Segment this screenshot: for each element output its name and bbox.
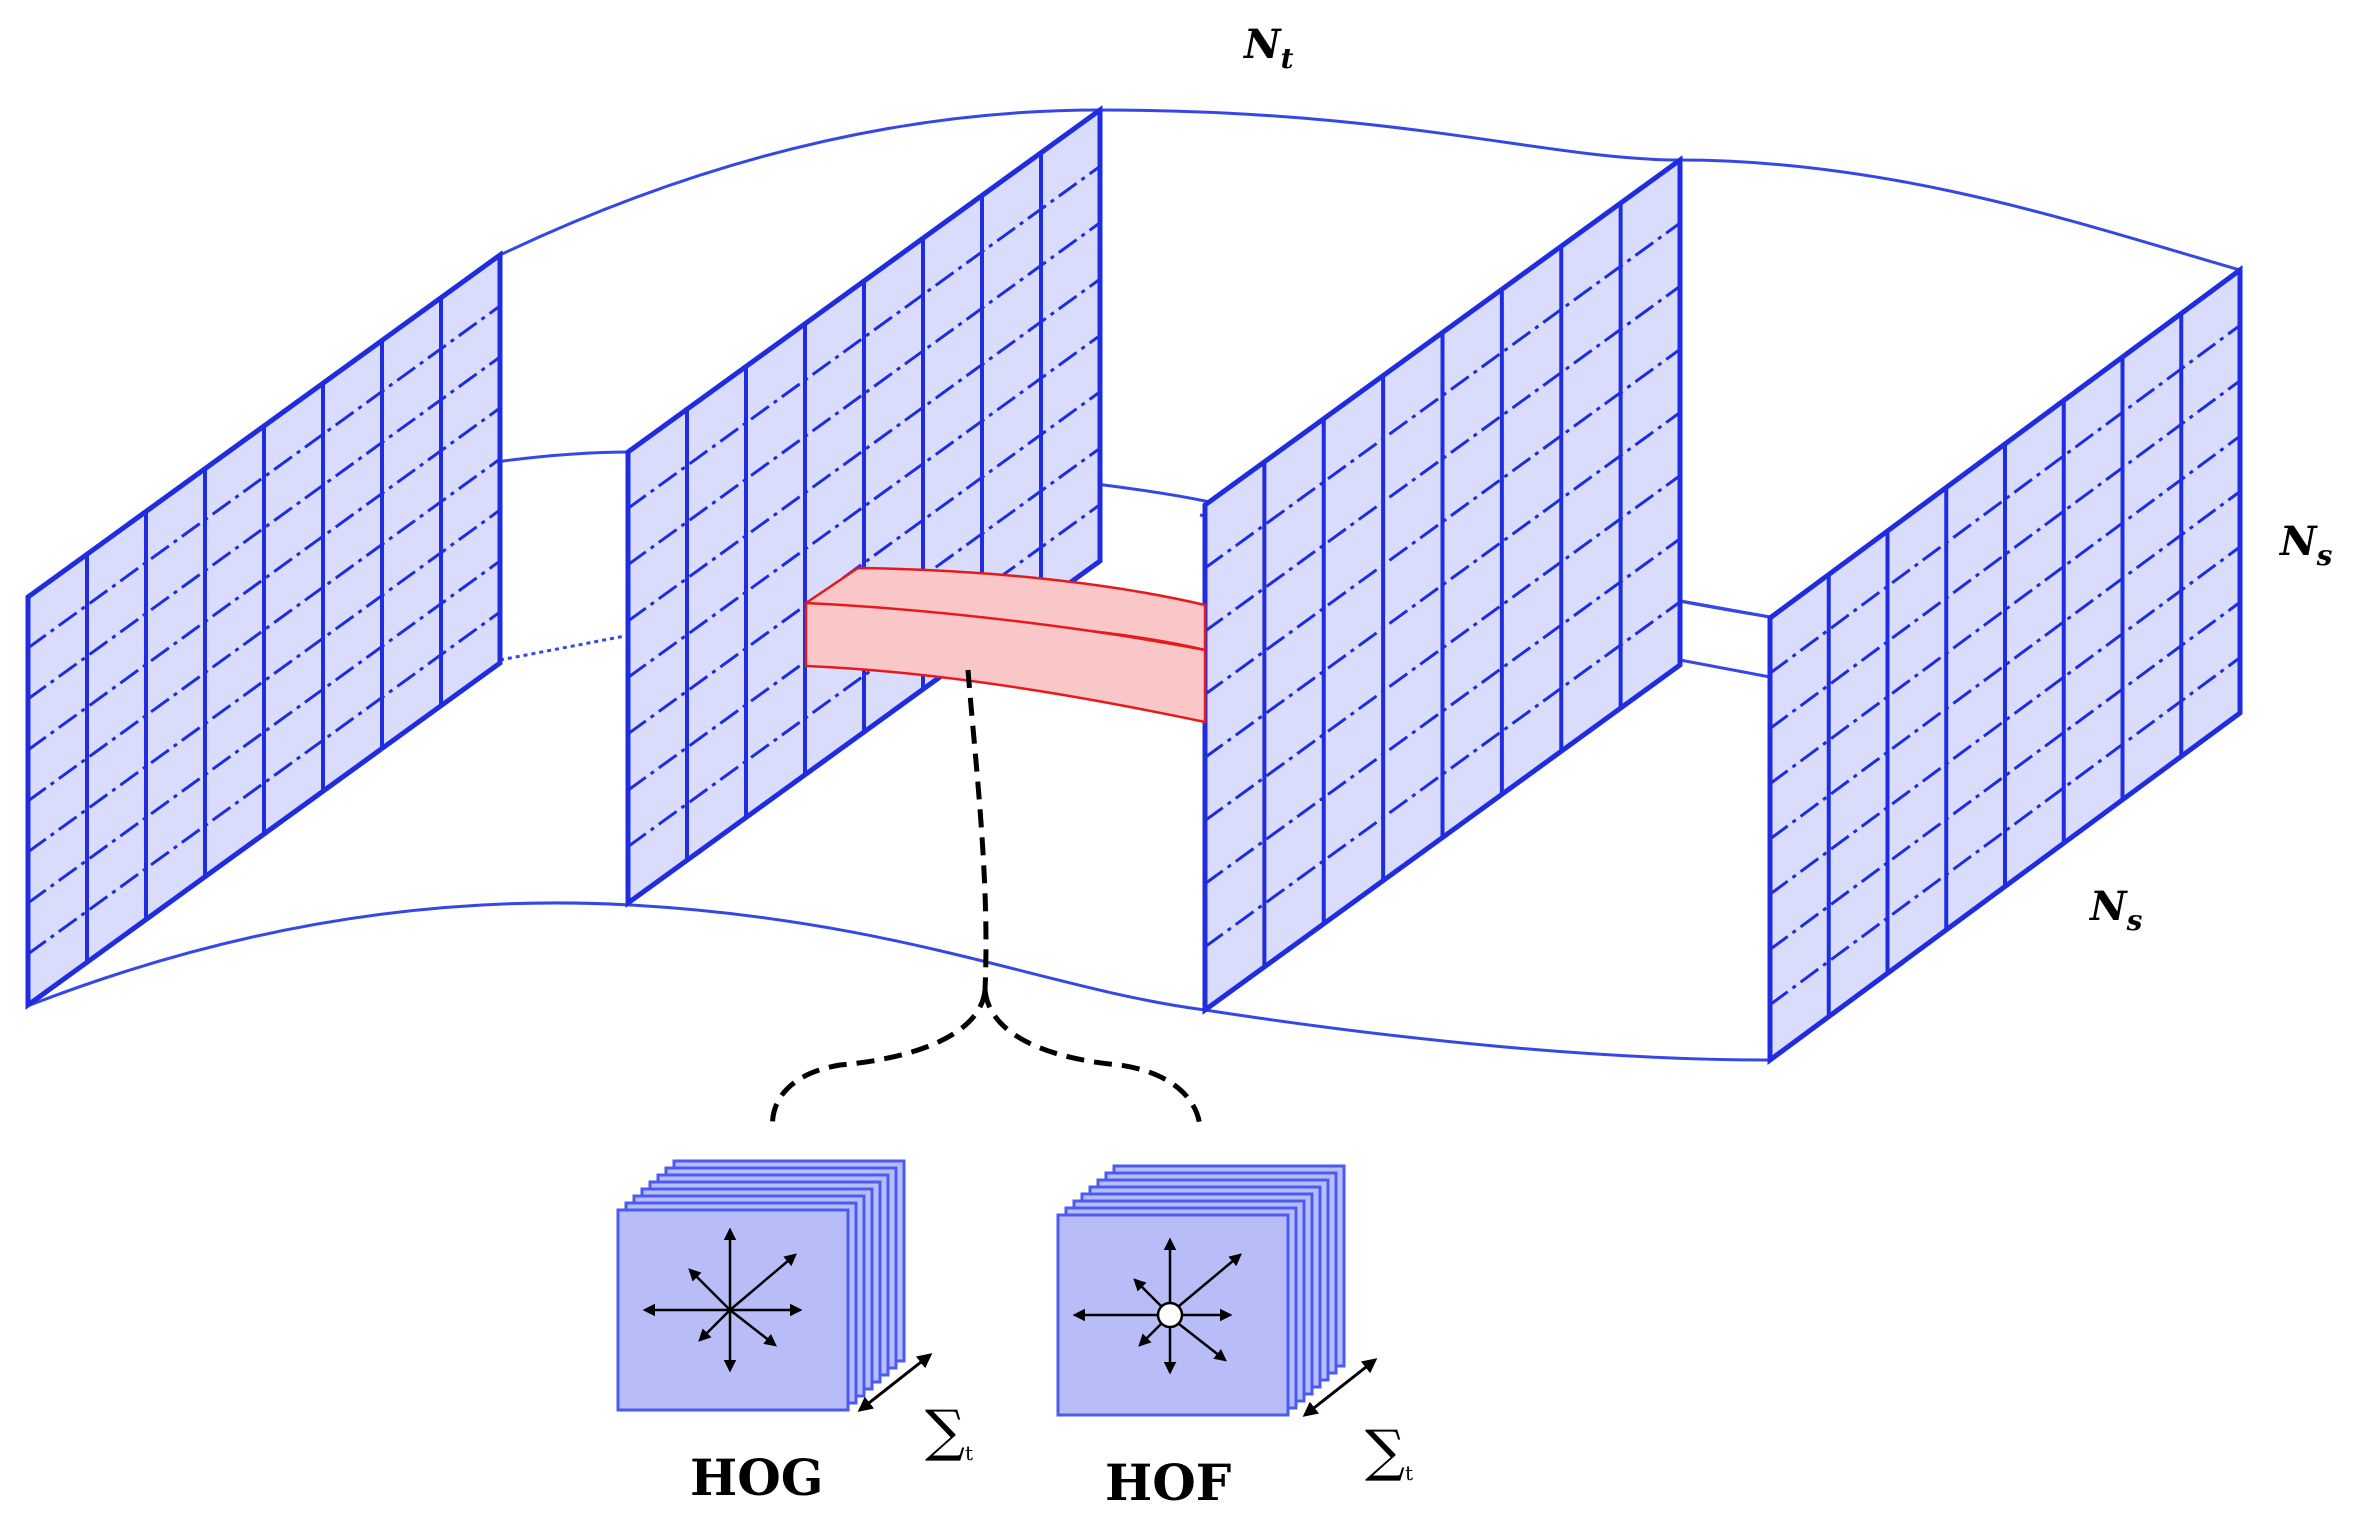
hof-histogram-stack — [1056, 1164, 1346, 1417]
frame-1 — [25, 250, 503, 1010]
dotted-connector — [499, 634, 626, 662]
frame-2 — [625, 105, 1103, 908]
hog-histogram-stack — [616, 1159, 906, 1412]
top-back-curve — [499, 108, 2241, 272]
frame-3 — [1202, 155, 1683, 1015]
frame-4 — [1767, 265, 2243, 1065]
hof-label: HOF — [1105, 1453, 1231, 1512]
frames — [25, 105, 2243, 1065]
hof-sum-label: ∑t — [1365, 1419, 1413, 1485]
inner-connector — [1679, 658, 1771, 679]
hof-time-arrow — [1302, 1358, 1378, 1417]
spatiotemporal-tube — [803, 566, 1207, 724]
hof-flow-icon — [1072, 1237, 1242, 1375]
bottom-front-curve — [29, 901, 1771, 1062]
hog-time-arrow — [857, 1353, 933, 1412]
hog-gradient-icon — [642, 1227, 803, 1373]
hog-sum-label: ∑t — [925, 1399, 973, 1465]
nt-label: Nt — [1242, 21, 1294, 75]
ns-right-label: Ns — [2278, 518, 2333, 572]
hog-label: HOG — [690, 1448, 824, 1507]
ns-bottom-label: Ns — [2088, 883, 2143, 937]
tube-connector — [770, 669, 1203, 1131]
